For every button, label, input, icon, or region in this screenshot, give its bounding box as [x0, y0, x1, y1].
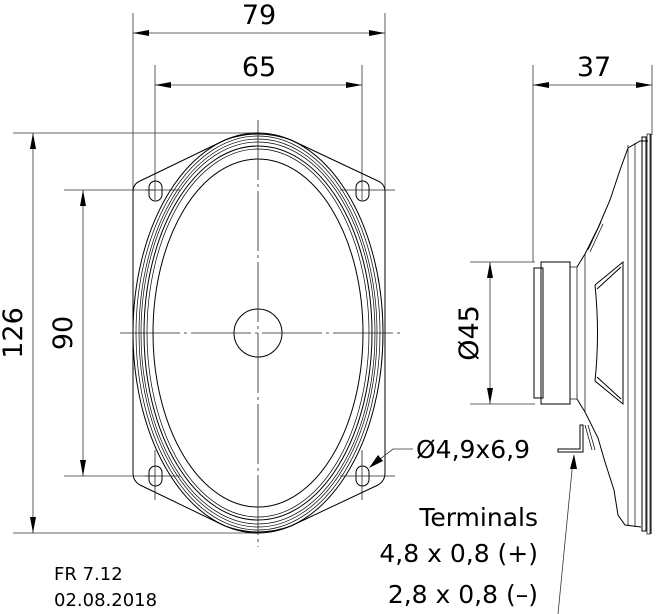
dim-hole-width: 65: [155, 52, 362, 88]
mounting-hole-tl: [148, 180, 163, 202]
dim-hole-height: 90: [48, 190, 86, 476]
dim-depth: 37: [533, 52, 652, 88]
side-view: 37 Ø45: [454, 52, 653, 614]
terminal-note: Terminals 4,8 x 0,8 (+) 2,8 x 0,8 (–): [379, 503, 538, 609]
front-view: 79 65 126 90: [0, 0, 530, 547]
dim-label-37: 37: [577, 52, 611, 83]
dim-label-45: Ø45: [454, 305, 485, 361]
dim-label-126: 126: [0, 307, 29, 359]
dim-label-65: 65: [242, 52, 276, 83]
mounting-hole-label: Ø4,9x6,9: [416, 435, 530, 464]
magnet-body: [540, 261, 571, 405]
cone-upper: [594, 260, 624, 358]
dim-label-90: 90: [48, 316, 79, 350]
mounting-hole-callout: Ø4,9x6,9: [369, 435, 530, 468]
dim-overall-height: 126: [0, 133, 36, 533]
terminal: [557, 424, 596, 614]
magnet-back-plate: [533, 267, 544, 399]
terminal-negative-spec: 2,8 x 0,8 (–): [388, 580, 538, 609]
title-block: FR 7.12 02.08.2018: [54, 564, 157, 611]
mounting-holes: [148, 180, 370, 487]
terminals-title: Terminals: [418, 503, 538, 532]
dim-overall-width: 79: [133, 0, 385, 36]
model-label: FR 7.12: [54, 564, 123, 585]
date-label: 02.08.2018: [54, 590, 157, 611]
dim-label-79: 79: [242, 0, 276, 31]
terminal-positive-spec: 4,8 x 0,8 (+): [379, 539, 538, 568]
dim-magnet-diameter: Ø45: [454, 262, 493, 404]
mounting-hole-tr: [355, 180, 370, 202]
